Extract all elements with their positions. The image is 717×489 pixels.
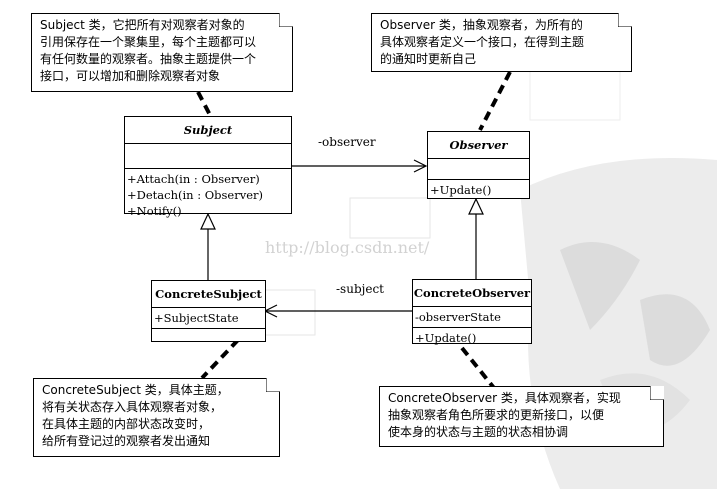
- note-line: 抽象观察者角色所要求的更新接口，以便: [388, 408, 605, 422]
- note-line: 使本身的状态与主题的状态相协调: [388, 425, 569, 439]
- attributes-compartment: [125, 144, 291, 169]
- association-arrowhead-observer: [413, 159, 428, 173]
- concrete-observer-note-anchor: [460, 346, 496, 390]
- concrete-observer-note: ConcreteObserver 类，具体观察者，实现 抽象观察者角色所要求的更…: [379, 386, 664, 447]
- observer-note: Observer 类，抽象观察者，为所有的 具体观察者定义一个接口，在得到主题 …: [371, 13, 632, 72]
- operation: +Update(): [415, 331, 477, 345]
- attribute: -observerState: [415, 310, 501, 324]
- note-line: ConcreteObserver 类，具体观察者，实现: [388, 391, 621, 405]
- operations-compartment: +Update(): [413, 328, 531, 348]
- note-line: 引用保存在一个聚集里，每个主题都可以: [40, 35, 257, 49]
- note-line: ConcreteSubject 类，具体主题，: [42, 383, 229, 397]
- observer-class: Observer +Update(): [427, 131, 530, 199]
- class-name: Observer: [428, 132, 529, 159]
- note-fold-icon: [650, 386, 664, 400]
- operations-compartment: [152, 329, 265, 345]
- note-fold-icon: [266, 378, 280, 392]
- attributes-compartment: [428, 159, 529, 180]
- attributes-compartment: -observerState: [413, 307, 531, 328]
- note-line: 在具体主题的内部状态改变时，: [42, 417, 211, 431]
- concrete-subject-note: ConcreteSubject 类，具体主题， 将有关状态存入具体观察者对象， …: [33, 378, 280, 457]
- operation: +Detach(in : Observer): [127, 188, 264, 202]
- concrete-observer-class: ConcreteObserver -observerState +Update(…: [412, 279, 532, 345]
- observer-association-label: -observer: [318, 135, 376, 149]
- concrete-subject-note-anchor: [200, 338, 240, 380]
- attributes-compartment: +SubjectState: [152, 308, 265, 329]
- subject-class: Subject +Attach(in : Observer) +Detach(i…: [124, 116, 292, 218]
- note-line: 有任何数量的观察者。抽象主题提供一个: [40, 52, 257, 66]
- note-line: 具体观察者定义一个接口，在得到主题: [380, 35, 585, 49]
- note-line: 将有关状态存入具体观察者对象，: [42, 400, 223, 414]
- subject-note-anchor: [196, 91, 212, 116]
- class-name: ConcreteSubject: [152, 281, 265, 308]
- note-line: 的通知时更新自己: [380, 52, 477, 66]
- observer-note-anchor: [478, 71, 512, 131]
- concrete-subject-class: ConcreteSubject +SubjectState: [151, 280, 266, 342]
- class-name: ConcreteObserver: [413, 280, 531, 307]
- note-line: Observer 类，抽象观察者，为所有的: [380, 18, 583, 32]
- note-fold-icon: [279, 13, 293, 27]
- subject-association-label: -subject: [336, 282, 384, 296]
- note-line: Subject 类，它把所有对观察者对象的: [40, 18, 245, 32]
- watermark-url: http://blog.csdn.net/: [265, 238, 430, 257]
- operation: +Notify(): [127, 204, 182, 218]
- note-line: 给所有登记过的观察者发出通知: [42, 434, 211, 448]
- note-fold-icon: [618, 13, 632, 27]
- generalization-arrowhead-subject: [200, 212, 216, 230]
- operations-compartment: +Update(): [428, 180, 529, 200]
- subject-note: Subject 类，它把所有对观察者对象的 引用保存在一个聚集里，每个主题都可以…: [31, 13, 293, 92]
- operation: +Attach(in : Observer): [127, 172, 260, 186]
- generalization-arrowhead-observer: [468, 197, 484, 215]
- operation: +Update(): [430, 183, 492, 197]
- attribute: +SubjectState: [154, 311, 239, 325]
- operations-compartment: +Attach(in : Observer) +Detach(in : Obse…: [125, 169, 291, 221]
- note-line: 接口，可以增加和删除观察者对象: [40, 69, 221, 83]
- class-name: Subject: [125, 117, 291, 144]
